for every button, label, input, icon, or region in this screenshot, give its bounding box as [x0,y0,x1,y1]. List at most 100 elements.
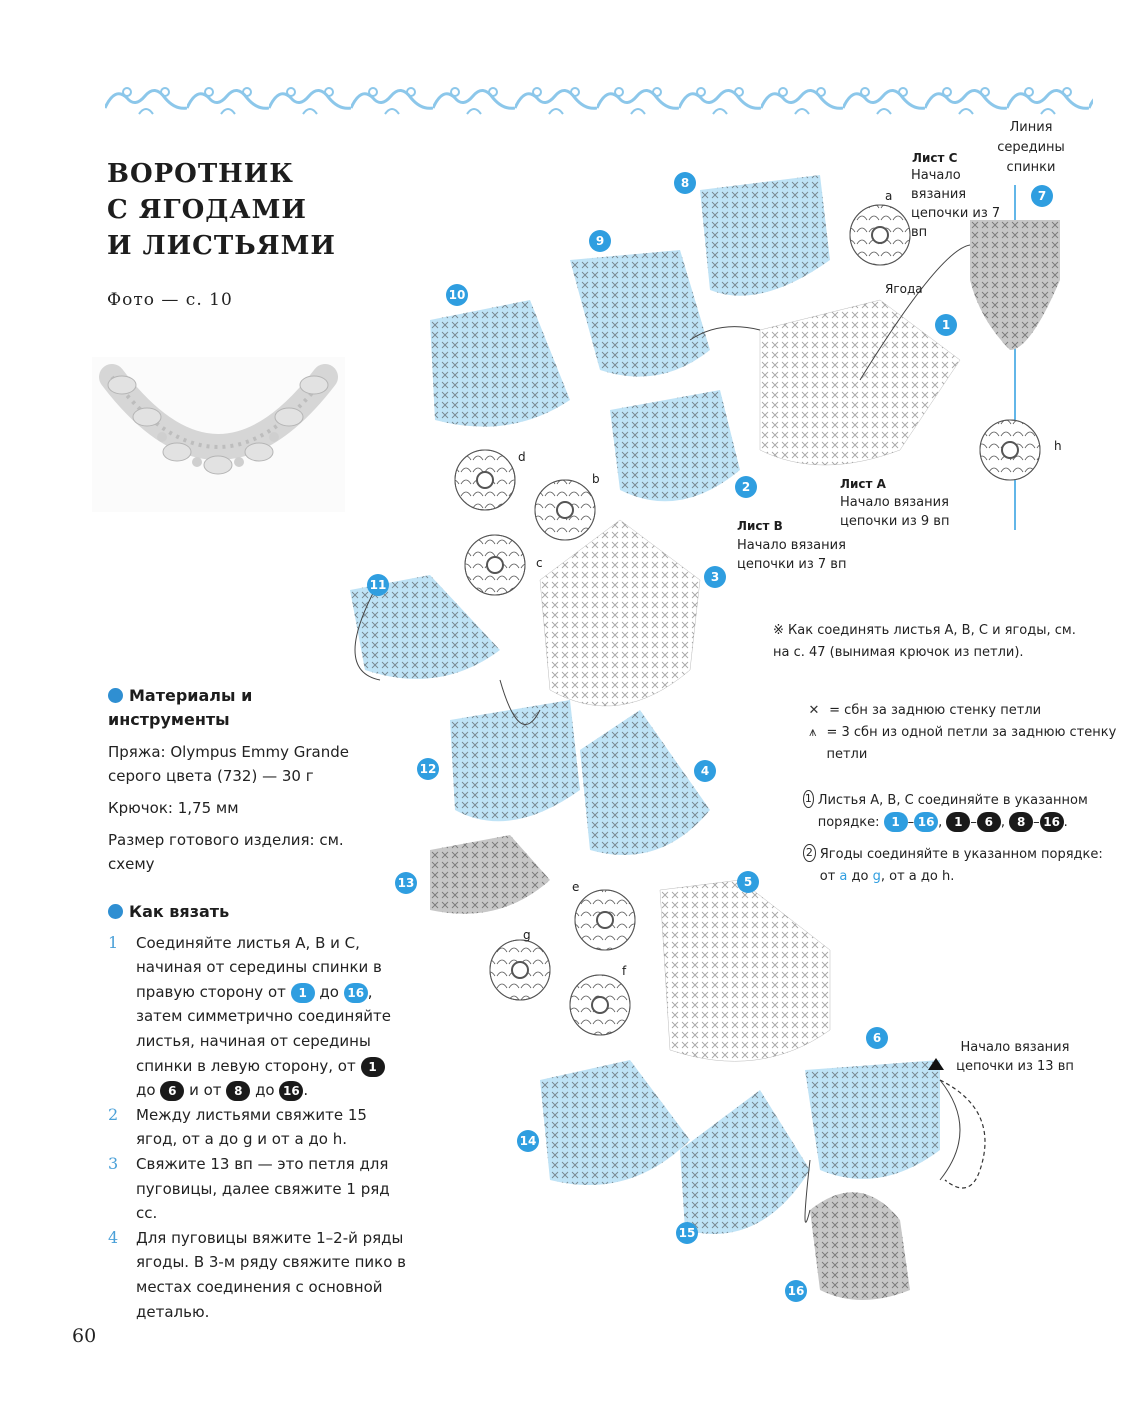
badge-2: 2 [735,476,757,498]
leaf-number-badges: 1 2 3 4 5 6 7 8 9 10 11 12 13 14 15 16 [367,172,1053,1302]
berry-c [464,534,526,596]
badge-15: 15 [676,1222,698,1244]
stitch-legend: ✕ = сбн за заднюю стенку петли ⩚ = 3 сбн… [803,700,1123,766]
leaf-15 [680,1090,810,1234]
badge-3: 3 [704,566,726,588]
svg-text:1: 1 [942,318,950,332]
bullet-dot-icon [108,904,123,919]
leaf-13 [430,835,550,914]
berry-d [454,449,516,511]
badge-14: 14 [517,1130,539,1152]
berry-letter-a: a [885,189,892,203]
leaf-badge: 16 [343,982,368,1003]
start-arrow-icon [928,1058,944,1070]
berry-letter-e: e [572,880,579,894]
materials-size: Размер готового изделия: см. схему [108,831,344,873]
title-line-1: ВОРОТНИК [107,159,294,189]
collar-photo [92,357,345,512]
svg-text:10: 10 [449,288,466,302]
badge-12: 12 [417,758,439,780]
svg-text:6: 6 [873,1031,881,1045]
badge-11: 11 [367,574,389,596]
leaf-badge: 16 [279,1081,304,1102]
title-line-3: И ЛИСТЬЯМИ [107,231,336,261]
join-note: ※ Как соединять листья A, B, C и ягоды, … [773,623,1076,660]
materials-section: Материалы и инструменты Пряжа: Olympus E… [108,684,368,884]
leaf-9 [570,250,710,377]
svg-text:15: 15 [679,1226,696,1240]
page-title: ВОРОТНИК С ЯГОДАМИ И ЛИСТЬЯМИ [107,156,367,264]
svg-text:9: 9 [596,234,604,248]
leaf-c-title: Лист C [912,151,958,165]
sc-back-loop-icon: ✕ [808,703,820,718]
step-3: 3 Свяжите 13 вп — это петля для пуговицы… [108,1153,390,1223]
leaf-a-title: Лист A [840,477,887,491]
svg-text:2: 2 [742,480,750,494]
leaf-3 [539,519,701,707]
svg-text:7: 7 [1038,189,1046,203]
legend-row-1: ✕ = сбн за заднюю стенку петли [803,700,1123,722]
svg-text:11: 11 [370,578,387,592]
svg-text:3: 3 [711,570,719,584]
svg-text:4: 4 [701,764,709,778]
berry-letter-c: c [536,556,543,570]
leaf-5 [659,879,831,1062]
berry-e [574,889,636,951]
leaf-1 [759,299,961,466]
leaf-b-caption: Начало вязания цепочки из 7 вп [737,538,847,572]
materials-heading: Материалы и инструменты [108,686,253,729]
ornamental-border [105,78,1093,120]
berry-letter-f: f [622,964,627,978]
berry-letters: a b c d e f g h [518,189,1062,978]
how-to-heading: Как вязать [108,900,408,925]
badge-5: 5 [737,871,759,893]
step-2: 2 Между листьями свяжите 15 ягод, от a д… [108,1104,367,1149]
leaf-14 [540,1060,690,1185]
leaf-16 [810,1192,910,1300]
badge-1: 1 [935,314,957,336]
materials-hook: Крючок: 1,75 мм [108,799,239,817]
leaf-b-title: Лист B [737,519,783,533]
leaf-2 [610,390,740,502]
badge-10: 10 [446,284,468,306]
leaf-10 [430,300,570,427]
legend-row-2: ⩚ = 3 сбн из одной петли за заднюю стенк… [803,722,1123,766]
bullet-dot-icon [108,688,123,703]
svg-text:8: 8 [681,176,689,190]
button-loop-caption: Начало вязания цепочки из 13 вп [956,1040,1074,1074]
materials-yarn: Пряжа: Olympus Emmy Grande серого цвета … [108,743,350,785]
photo-reference: Фото — с. 10 [107,290,233,310]
badge-7: 7 [1031,185,1053,207]
title-line-2: С ЯГОДАМИ [107,195,307,225]
berry-letter-g: g [523,928,531,942]
berry-letter-d: d [518,450,526,464]
svg-text:14: 14 [520,1134,537,1148]
berry-a [849,204,911,266]
three-sc-icon: ⩚ [809,725,817,740]
leaf-8 [700,175,830,296]
svg-text:5: 5 [744,875,752,889]
badge-8: 8 [674,172,696,194]
berry-h [979,419,1041,481]
how-to-section: Как вязать 1 Соединяйте листья A, B и C,… [108,900,408,1324]
svg-text:12: 12 [420,762,437,776]
rule-2: 2 Ягоды соединяйте в указанном порядке: … [803,844,1103,888]
berry-b [534,479,596,541]
button-loop [939,1079,986,1189]
leaf-12 [450,700,580,822]
badge-13: 13 [395,872,417,894]
joining-arrows [354,244,971,1223]
leaf-7 [970,220,1060,350]
badge-9: 9 [589,230,611,252]
berry-letter-b: b [592,472,600,486]
leaf-11 [350,575,500,679]
leaf-4 [580,710,710,855]
step-4: 4 Для пуговицы вяжите 1–2-й ряды ягоды. … [108,1227,406,1321]
leaf-6 [805,1060,940,1179]
joining-rules: 1 Листья A, B, C соединяйте в указанном … [803,790,1103,888]
svg-text:13: 13 [398,876,415,890]
crochet-diagram: 1 2 3 4 5 6 7 8 9 10 11 12 13 14 15 16 a… [350,151,1062,1302]
badge-16: 16 [785,1280,807,1302]
berry-g [489,939,551,1001]
leaf-badge: 8 [226,1081,251,1102]
